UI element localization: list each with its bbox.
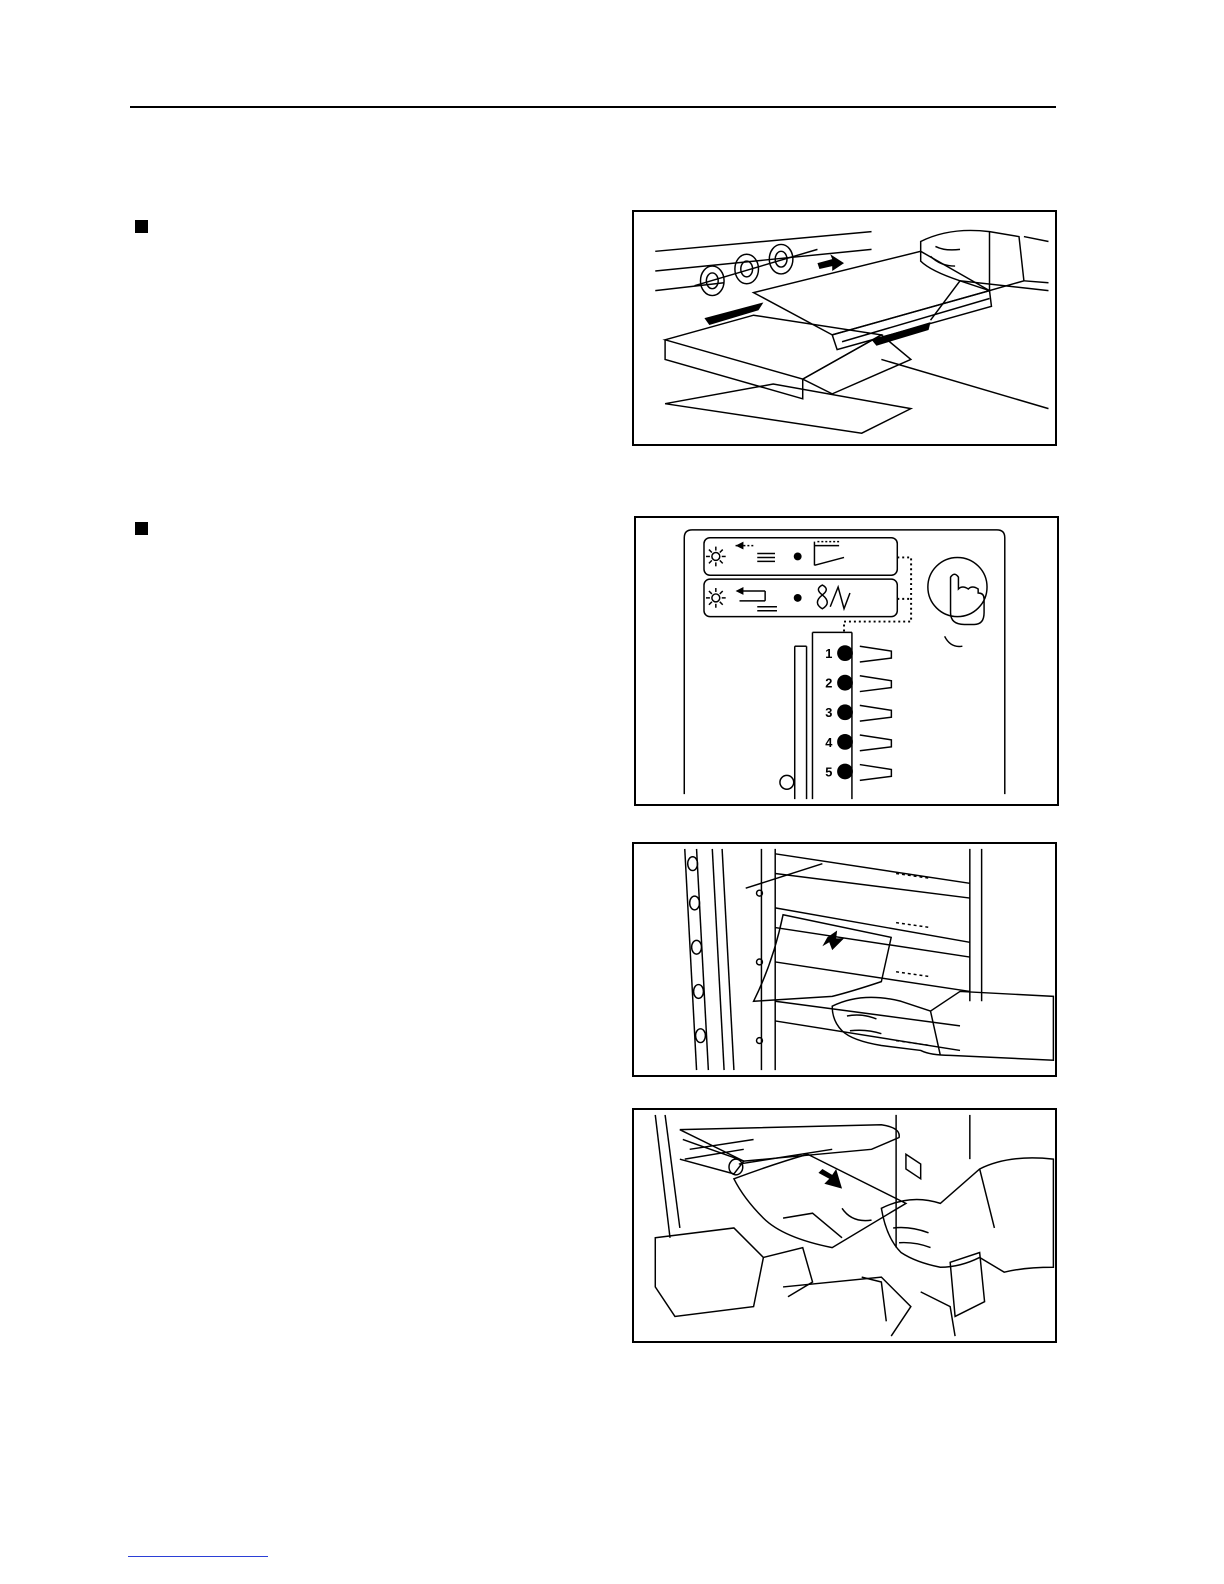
figure-paper-feed-illustration [632,210,1057,446]
tray-number-1: 1 [825,646,832,661]
tray-number-4: 4 [825,735,833,750]
figure-remove-paper-bottom [632,1108,1057,1343]
header-rule [130,106,1056,108]
tray-number-2: 2 [825,676,832,691]
figure-remove-jam-trays [632,842,1057,1077]
tray-number-5: 5 [825,764,832,779]
remove-paper-bottom-drawing [634,1110,1055,1341]
section-bullet-1 [135,220,148,233]
figure-control-panel: 1 2 3 4 5 [634,516,1059,806]
remove-jam-trays-drawing [634,844,1055,1075]
control-panel-drawing: 1 2 3 4 5 [636,518,1057,804]
paper-feed-drawing [634,212,1055,444]
footer-link-underline [128,1556,268,1557]
tray-number-3: 3 [825,705,832,720]
section-bullet-2 [135,522,148,535]
